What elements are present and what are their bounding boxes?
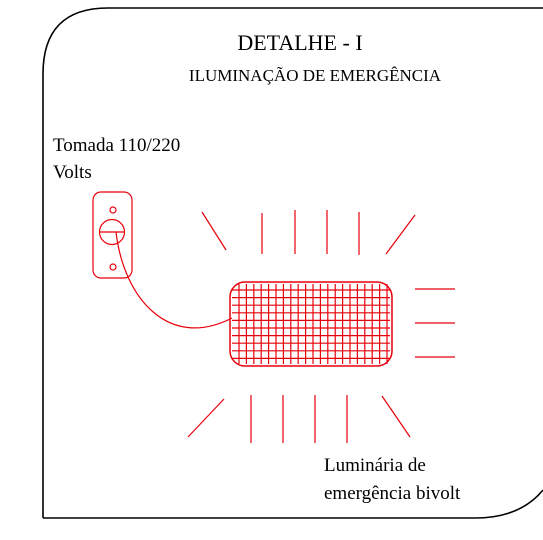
- detail-subtitle: ILUMINAÇÃO DE EMERGÊNCIA: [188, 66, 442, 85]
- luminaire-label-line2: emergência bivolt: [324, 483, 461, 504]
- light-rays: [187, 210, 455, 443]
- socket-label-line1: Tomada 110/220: [53, 135, 181, 156]
- red-drawing: [92, 191, 455, 443]
- wall-socket-icon: [92, 191, 133, 279]
- detail-title: DETALHE - I: [237, 30, 363, 55]
- socket-label-line2: Volts: [53, 162, 92, 183]
- luminaire-label-line1: Luminária de: [324, 455, 426, 476]
- emergency-luminaire-icon: [229, 281, 393, 367]
- power-cable: [115, 231, 233, 329]
- detail-frame: [42, 7, 543, 519]
